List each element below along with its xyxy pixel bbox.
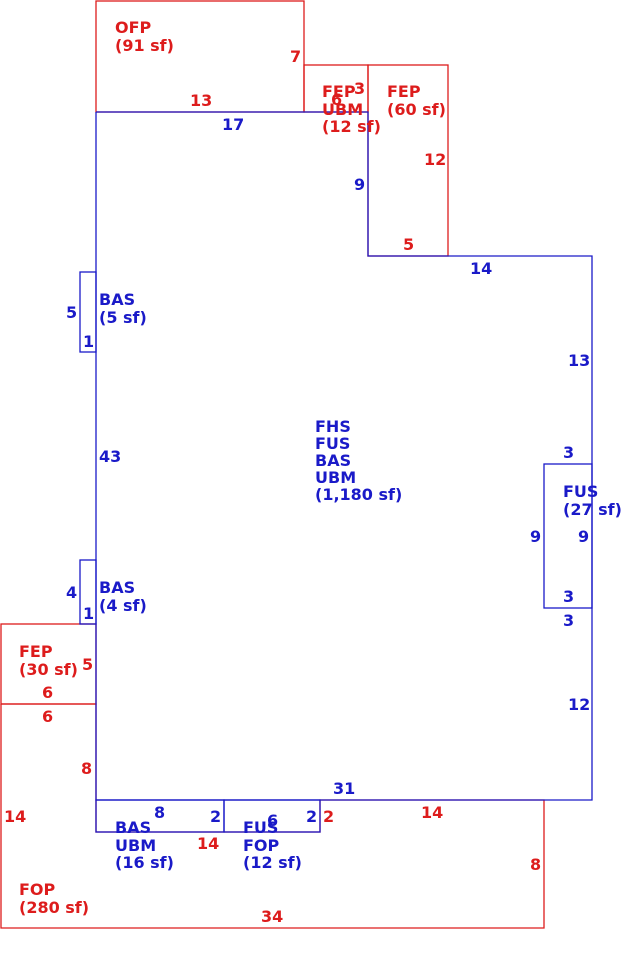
dim-fep-small-top: 3 xyxy=(354,79,365,98)
dim-ofp-bottom: 13 xyxy=(190,91,212,110)
dim-fop-bottom: 34 xyxy=(261,907,283,926)
dim-fep-left-bottom: 6 xyxy=(42,683,53,702)
fus-right-outline xyxy=(543,463,593,609)
bas-upper-area: (5 sf) xyxy=(99,308,147,327)
dim-main-bottom: 31 xyxy=(333,779,355,798)
dim-bas-upper-width: 1 xyxy=(83,332,94,351)
fus-right-code: FUS xyxy=(563,482,598,501)
fus-bottom-code: FUS xyxy=(243,818,278,837)
ofp-code: OFP xyxy=(115,18,152,37)
fep-right-code: FEP xyxy=(387,82,421,101)
fep-small-ubm: UBM xyxy=(322,100,363,119)
dim-fus-right-right: 9 xyxy=(578,527,589,546)
dim-main-right-lower: 12 xyxy=(568,695,590,714)
fep-left-area: (30 sf) xyxy=(19,660,78,679)
main-code-4: UBM xyxy=(315,468,356,487)
fus-bottom-fop: FOP xyxy=(243,836,280,855)
dim-main-right-mid: 3 xyxy=(563,611,574,630)
dim-ofp-right: 7 xyxy=(290,47,301,66)
bas-bottom-ubm: UBM xyxy=(115,836,156,855)
main-area: (1,180 sf) xyxy=(315,485,402,504)
dim-main-notch-side: 9 xyxy=(354,175,365,194)
dim-fop-step: 2 xyxy=(323,807,334,826)
dim-fop-right: 8 xyxy=(530,855,541,874)
dim-bas-bottom-side: 2 xyxy=(210,807,221,826)
dim-fus-bottom-top: 6 xyxy=(267,811,278,830)
dim-bas-bottom-top: 8 xyxy=(154,803,165,822)
dim-fop-top-right: 14 xyxy=(421,803,443,822)
bas-lower-area: (4 sf) xyxy=(99,596,147,615)
dim-fep-small-left: 6 xyxy=(331,90,342,109)
dim-fus-right-bottom: 3 xyxy=(563,587,574,606)
main-code-2: FUS xyxy=(315,434,350,453)
blue-outlines xyxy=(79,111,593,833)
fep-left-code: FEP xyxy=(19,642,53,661)
dim-fep-right-bottom: 5 xyxy=(403,235,414,254)
dim-bas-lower-width: 1 xyxy=(83,604,94,623)
fop-area: (280 sf) xyxy=(19,898,89,917)
bas-upper-code: BAS xyxy=(99,290,135,309)
fep-small-area: (12 sf) xyxy=(322,117,381,136)
bas-bottom-code: BAS xyxy=(115,818,151,837)
fus-bottom-outline xyxy=(223,799,321,833)
fus-bottom-area: (12 sf) xyxy=(243,853,302,872)
area-labels: OFP (91 sf) FEP UBM (12 sf) FEP (60 sf) … xyxy=(19,18,622,917)
dim-fop-top-left: 6 xyxy=(42,707,53,726)
dim-bas-lower-side: 4 xyxy=(66,583,77,602)
fop-code: FOP xyxy=(19,880,56,899)
fus-right-area: (27 sf) xyxy=(563,500,622,519)
ofp-area: (91 sf) xyxy=(115,36,174,55)
dim-fus-right-top: 3 xyxy=(563,443,574,462)
main-code-3: BAS xyxy=(315,451,351,470)
dim-main-step-top: 14 xyxy=(470,259,492,278)
dim-main-left: 43 xyxy=(99,447,121,466)
bas-lower-code: BAS xyxy=(99,578,135,597)
dim-bas-bottom-bottom: 14 xyxy=(197,834,219,853)
fep-small-code: FEP xyxy=(322,82,356,101)
dim-fus-bottom-side: 2 xyxy=(306,807,317,826)
dim-bas-upper-side: 5 xyxy=(66,303,77,322)
dim-main-right-upper: 13 xyxy=(568,351,590,370)
dim-main-top: 17 xyxy=(222,115,244,134)
dim-fus-right-left: 9 xyxy=(530,527,541,546)
main-code-1: FHS xyxy=(315,417,351,436)
bas-bottom-area: (16 sf) xyxy=(115,853,174,872)
fep-right-area: (60 sf) xyxy=(387,100,446,119)
dimension-labels: 7 13 17 3 6 12 5 9 14 13 43 5 1 4 1 3 9 … xyxy=(4,47,590,926)
bas-upper-outline xyxy=(79,271,97,353)
dim-fep-right-side: 12 xyxy=(424,150,446,169)
dim-fep-left-side: 5 xyxy=(82,655,93,674)
dim-fop-left: 14 xyxy=(4,807,26,826)
bas-lower-outline xyxy=(79,559,97,625)
red-outlines xyxy=(0,0,545,929)
dim-fop-left-upper: 8 xyxy=(81,759,92,778)
